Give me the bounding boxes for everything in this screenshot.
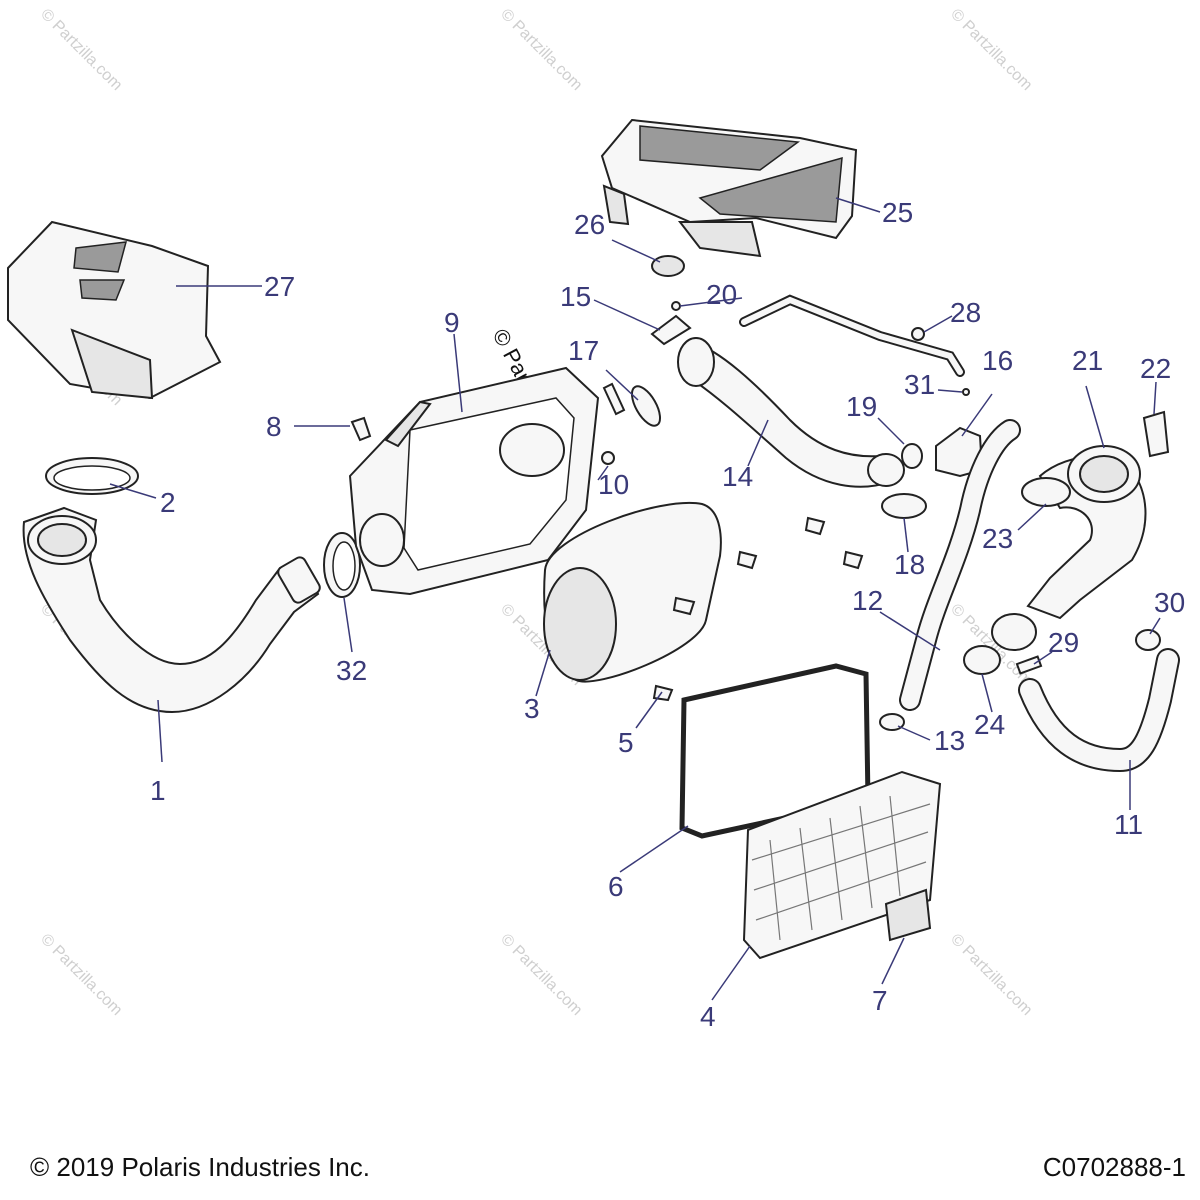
callout-23: 23	[982, 523, 1013, 554]
callout-11: 11	[1114, 809, 1143, 840]
part-9-airbox	[348, 366, 600, 596]
part-12-hose	[899, 419, 1021, 711]
part-17-clamp	[602, 382, 661, 427]
callout-26: 26	[574, 209, 605, 240]
watermark: © Partzilla.com	[497, 931, 585, 1019]
callout-3: 3	[524, 693, 540, 724]
callout-31: 31	[904, 369, 935, 400]
callout-6: 6	[608, 871, 624, 902]
watermark: © Partzilla.com	[497, 6, 585, 94]
part-3-filter	[543, 502, 722, 683]
callout-14: 14	[722, 461, 753, 492]
part-25-intake-housing	[600, 118, 858, 258]
callout-16: 16	[982, 345, 1013, 376]
callout-2: 2	[160, 487, 176, 518]
callout-8: 8	[266, 411, 282, 442]
part-23-clamp	[1021, 477, 1071, 507]
part-vent-hose	[739, 294, 965, 377]
part-14-duct	[677, 337, 905, 488]
part-8-fitting	[350, 416, 372, 442]
callout-12: 12	[852, 585, 883, 616]
callout-20: 20	[706, 279, 737, 310]
part-18-clamp	[881, 493, 927, 519]
part-28-fitting	[911, 327, 925, 341]
callout-18: 18	[894, 549, 925, 580]
watermark: © Partzilla.com	[947, 931, 1035, 1019]
copyright-text: © 2019 Polaris Industries Inc.	[30, 1152, 370, 1182]
part-19-clamp	[901, 443, 923, 469]
part-20-screw	[671, 301, 681, 311]
callout-1: 1	[150, 775, 166, 806]
callout-17: 17	[568, 335, 599, 366]
callout-25: 25	[882, 197, 913, 228]
callout-19: 19	[846, 391, 877, 422]
watermark: © Partzilla.com	[37, 6, 125, 94]
callout-10: 10	[598, 469, 629, 500]
part-31-screw	[962, 388, 970, 396]
callout-5: 5	[618, 727, 634, 758]
callout-4: 4	[700, 1001, 716, 1032]
part-27-cover	[7, 220, 222, 400]
part-10-bolt	[601, 451, 615, 465]
callout-28: 28	[950, 297, 981, 328]
part-21-duct	[991, 445, 1147, 651]
part-32-clamp	[323, 532, 361, 598]
part-15-connector	[650, 314, 692, 346]
callout-24: 24	[974, 709, 1005, 740]
callout-9: 9	[444, 307, 460, 338]
callout-labels: 1 2 3 4 5 6 7 8 9 10 11 12 13 14 15 16 1…	[150, 197, 1185, 1032]
callout-22: 22	[1140, 353, 1171, 384]
part-22-sensor	[1142, 410, 1170, 458]
leader-lines	[109, 197, 1161, 1001]
part-24-clamp	[963, 645, 1001, 675]
part-29-fitting	[1015, 655, 1043, 675]
part-7-label	[884, 888, 932, 942]
part-2-clamp	[45, 457, 139, 495]
callout-21: 21	[1072, 345, 1103, 376]
part-11-hose	[1018, 648, 1180, 773]
part-1-intake-duct	[22, 506, 321, 714]
watermark: © Partzilla.com	[947, 6, 1035, 94]
callout-32: 32	[336, 655, 367, 686]
part-26-cap	[651, 255, 685, 277]
callout-13: 13	[934, 725, 965, 756]
watermark: © Partzilla.com	[37, 931, 125, 1019]
drawing-number: C0702888-1	[1042, 1152, 1186, 1182]
callout-15: 15	[560, 281, 591, 312]
callout-7: 7	[872, 985, 888, 1016]
part-30-clamp	[1135, 629, 1161, 651]
callout-29: 29	[1048, 627, 1079, 658]
callout-27: 27	[264, 271, 295, 302]
callout-30: 30	[1154, 587, 1185, 618]
